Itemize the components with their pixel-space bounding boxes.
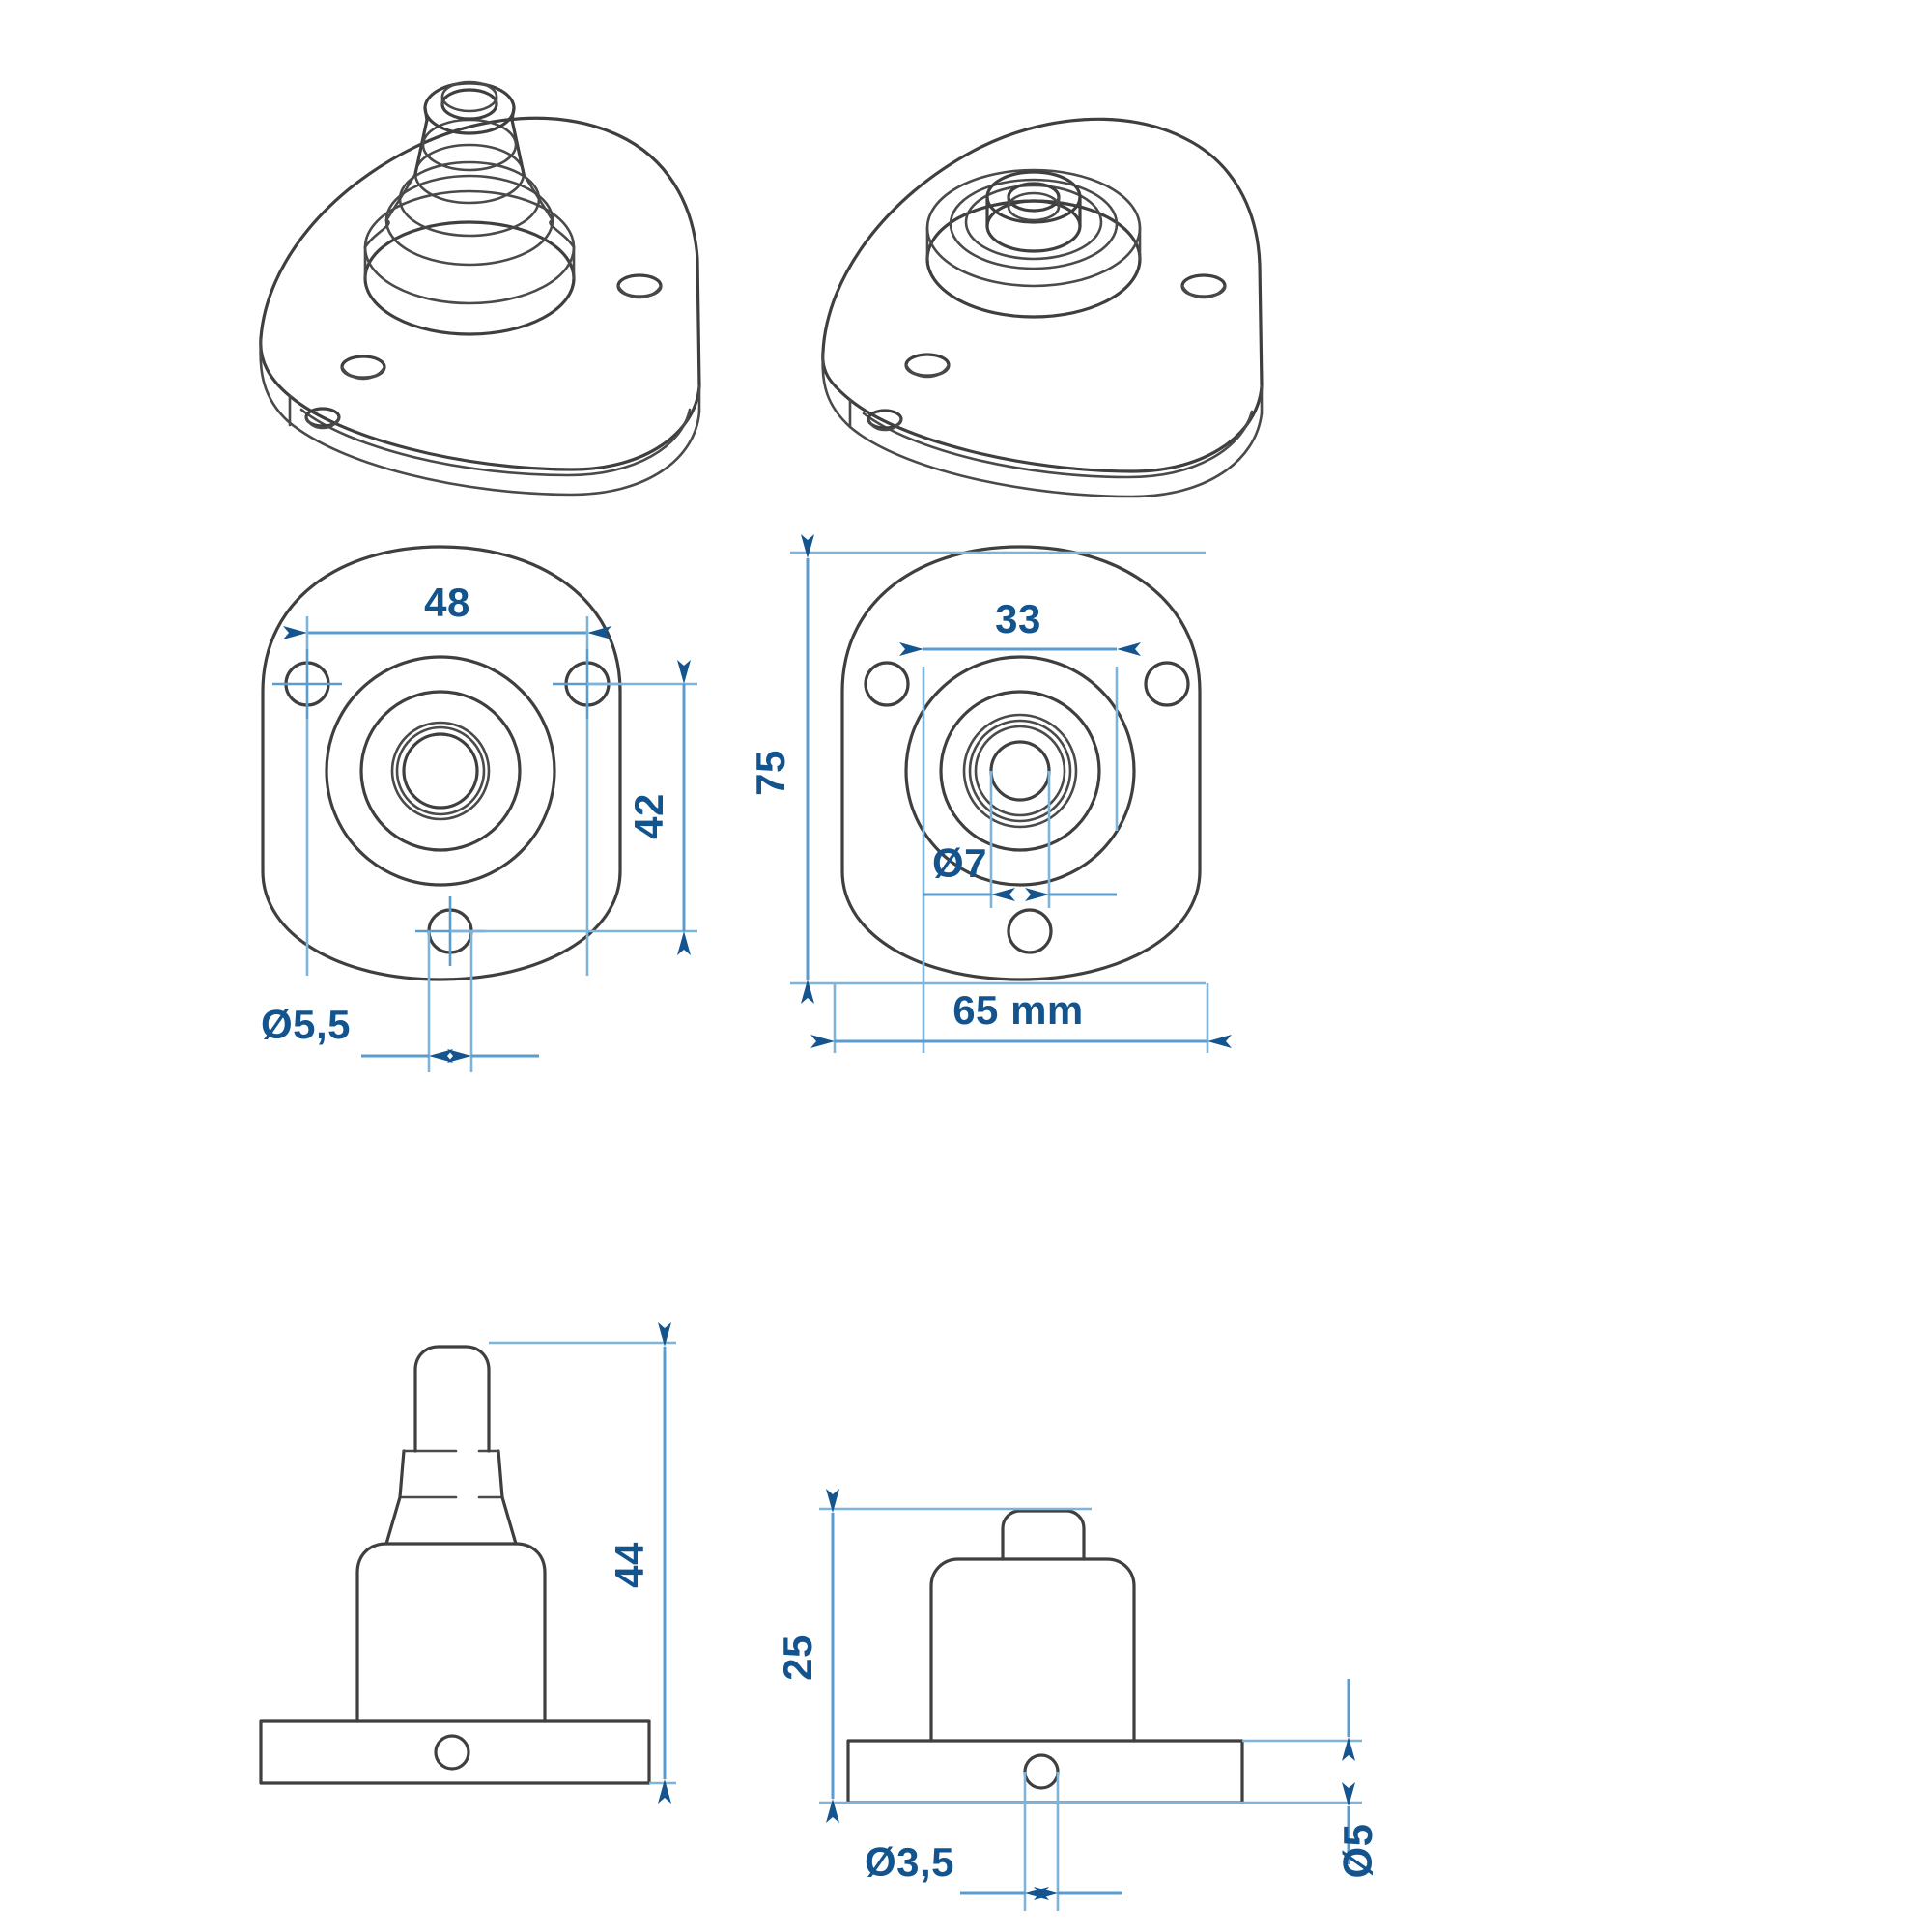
plan-view-left: 48 42 Ø5,5 bbox=[261, 545, 697, 1072]
dimension-center-bore: Ø7 bbox=[923, 771, 1117, 908]
elevation-view-left: 44 bbox=[259, 1322, 676, 1804]
isometric-view-side bbox=[259, 80, 701, 497]
dimension-label-25: 25 bbox=[775, 1634, 820, 1681]
dimension-75: 75 bbox=[748, 534, 1206, 1004]
dimension-hole-diameter: Ø5,5 bbox=[261, 931, 539, 1072]
dimension-label-48: 48 bbox=[424, 580, 470, 625]
dimension-25: 25 bbox=[775, 1489, 1242, 1823]
dimension-label-44: 44 bbox=[607, 1542, 652, 1588]
dimension-42: 42 bbox=[450, 660, 697, 955]
elevation-view-right: 25 Ø3,5 Ø5 bbox=[775, 1489, 1380, 1911]
dimension-65mm: 65 mm bbox=[810, 983, 1232, 1053]
dimension-label-33: 33 bbox=[995, 596, 1041, 641]
dimension-48: 48 bbox=[283, 580, 611, 976]
plan-view-right: 75 33 Ø7 65 mm bbox=[748, 534, 1232, 1053]
dimension-pin-hole: Ø3,5 bbox=[865, 1772, 1122, 1911]
dimension-label-75: 75 bbox=[748, 750, 793, 796]
dimension-label-hole-diameter: Ø5,5 bbox=[261, 1002, 351, 1047]
dimension-plate-thickness: Ø5 bbox=[1242, 1679, 1380, 1879]
isometric-view-top bbox=[821, 117, 1264, 498]
dimension-33: 33 bbox=[899, 596, 1141, 1053]
dimension-label-42: 42 bbox=[626, 793, 671, 839]
dimension-label-plate-thickness: Ø5 bbox=[1335, 1823, 1380, 1878]
dimension-label-pin-hole: Ø3,5 bbox=[865, 1839, 954, 1885]
dimension-label-65mm: 65 mm bbox=[952, 987, 1084, 1033]
dimension-44: 44 bbox=[489, 1322, 676, 1804]
dimension-label-center-bore: Ø7 bbox=[932, 840, 987, 886]
